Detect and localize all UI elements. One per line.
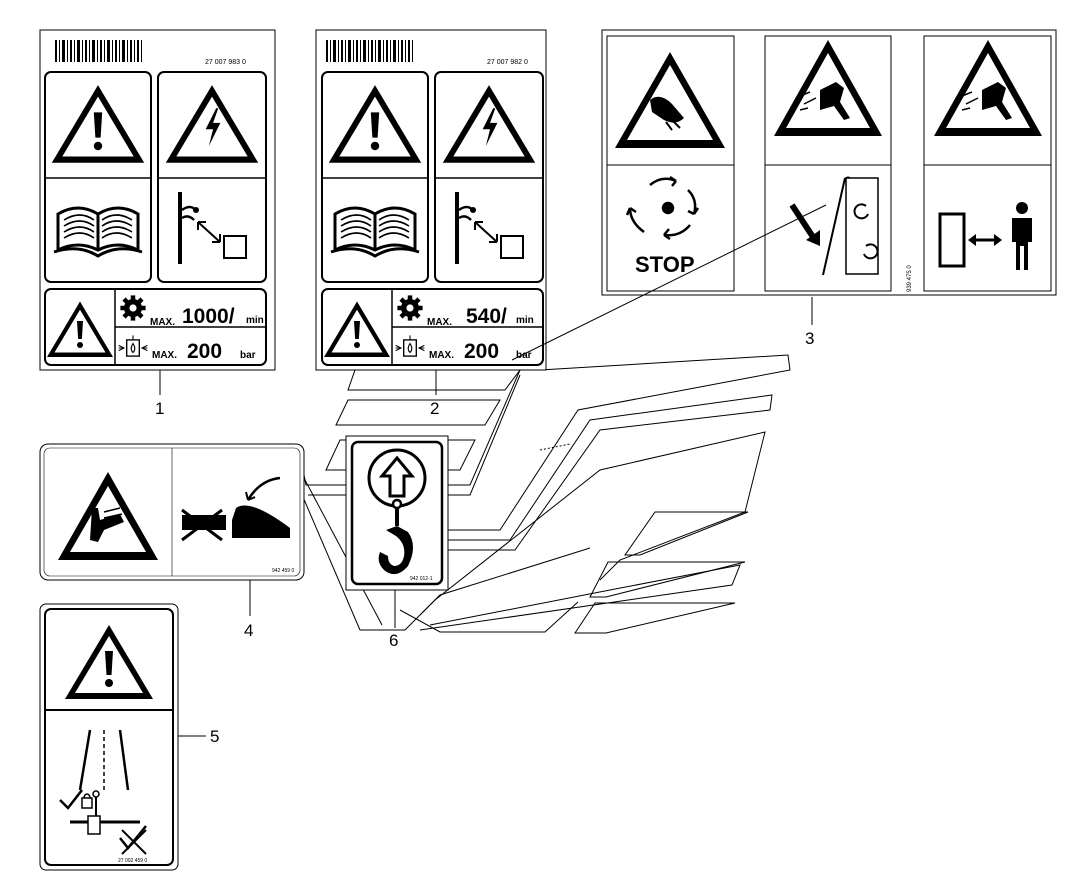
pressure-label: MAX. [152,350,177,361]
pto-gear-icon [397,295,422,320]
pto-gear-icon [120,295,145,320]
decal-4: 942 459 0 4 [39,443,305,640]
thrown-objects-warning-icon [934,40,1042,136]
decal-3: STOP 9 [511,29,1057,361]
speed-unit: min [516,315,534,326]
manual-book-icon [329,206,421,258]
part-number: 939 475 0 [907,265,913,292]
speed-unit: min [246,315,264,326]
rotor-direction-icon [789,176,879,276]
part-number: 27 007 982 0 [487,59,528,66]
callout-6: 6 [389,631,398,650]
hand-crush-warning-icon [58,472,158,560]
speed-value: 1000/ [182,305,235,328]
decal-5: 27 002 459 0 5 [39,603,219,871]
part-number: 27 002 459 0 [118,858,147,864]
decal-1: 27 007 983 0 MAX. 1000/ min MAX. 200 bar… [39,29,276,418]
callout-1: 1 [155,399,164,418]
pressure-value: 200 [187,340,222,363]
pressure-unit: bar [516,350,532,361]
speed-label: MAX. [150,317,175,328]
part-number: 27 007 983 0 [205,59,246,66]
speed-value: 540/ [466,305,507,328]
lifting-point-icon [367,448,427,575]
callout-2: 2 [430,399,439,418]
pressure-unit: bar [240,350,256,361]
part-number: 942 012-1 [410,576,433,582]
decal-2: 27 007 982 0 MAX. 540/ min MAX. 200 bar … [315,29,547,418]
pressure-value: 200 [464,340,499,363]
pressure-label: MAX. [429,350,454,361]
callout-3: 3 [805,329,814,348]
manual-book-icon [52,206,144,258]
hand-crush-warning-icon [615,52,725,148]
stop-text: STOP [635,252,695,277]
part-number: 942 459 0 [272,568,294,574]
callout-4: 4 [244,621,253,640]
decal-6: 942 012-1 6 [345,435,449,650]
no-crushing-icon [181,476,290,542]
thrown-objects-warning-icon [774,40,882,136]
transport-lock-icon [59,729,147,855]
speed-label: MAX. [427,317,452,328]
machine-outline [299,354,791,634]
callout-5: 5 [210,727,219,746]
keep-distance-person-icon [938,202,1032,270]
rotating-rotor-icon [625,175,700,241]
